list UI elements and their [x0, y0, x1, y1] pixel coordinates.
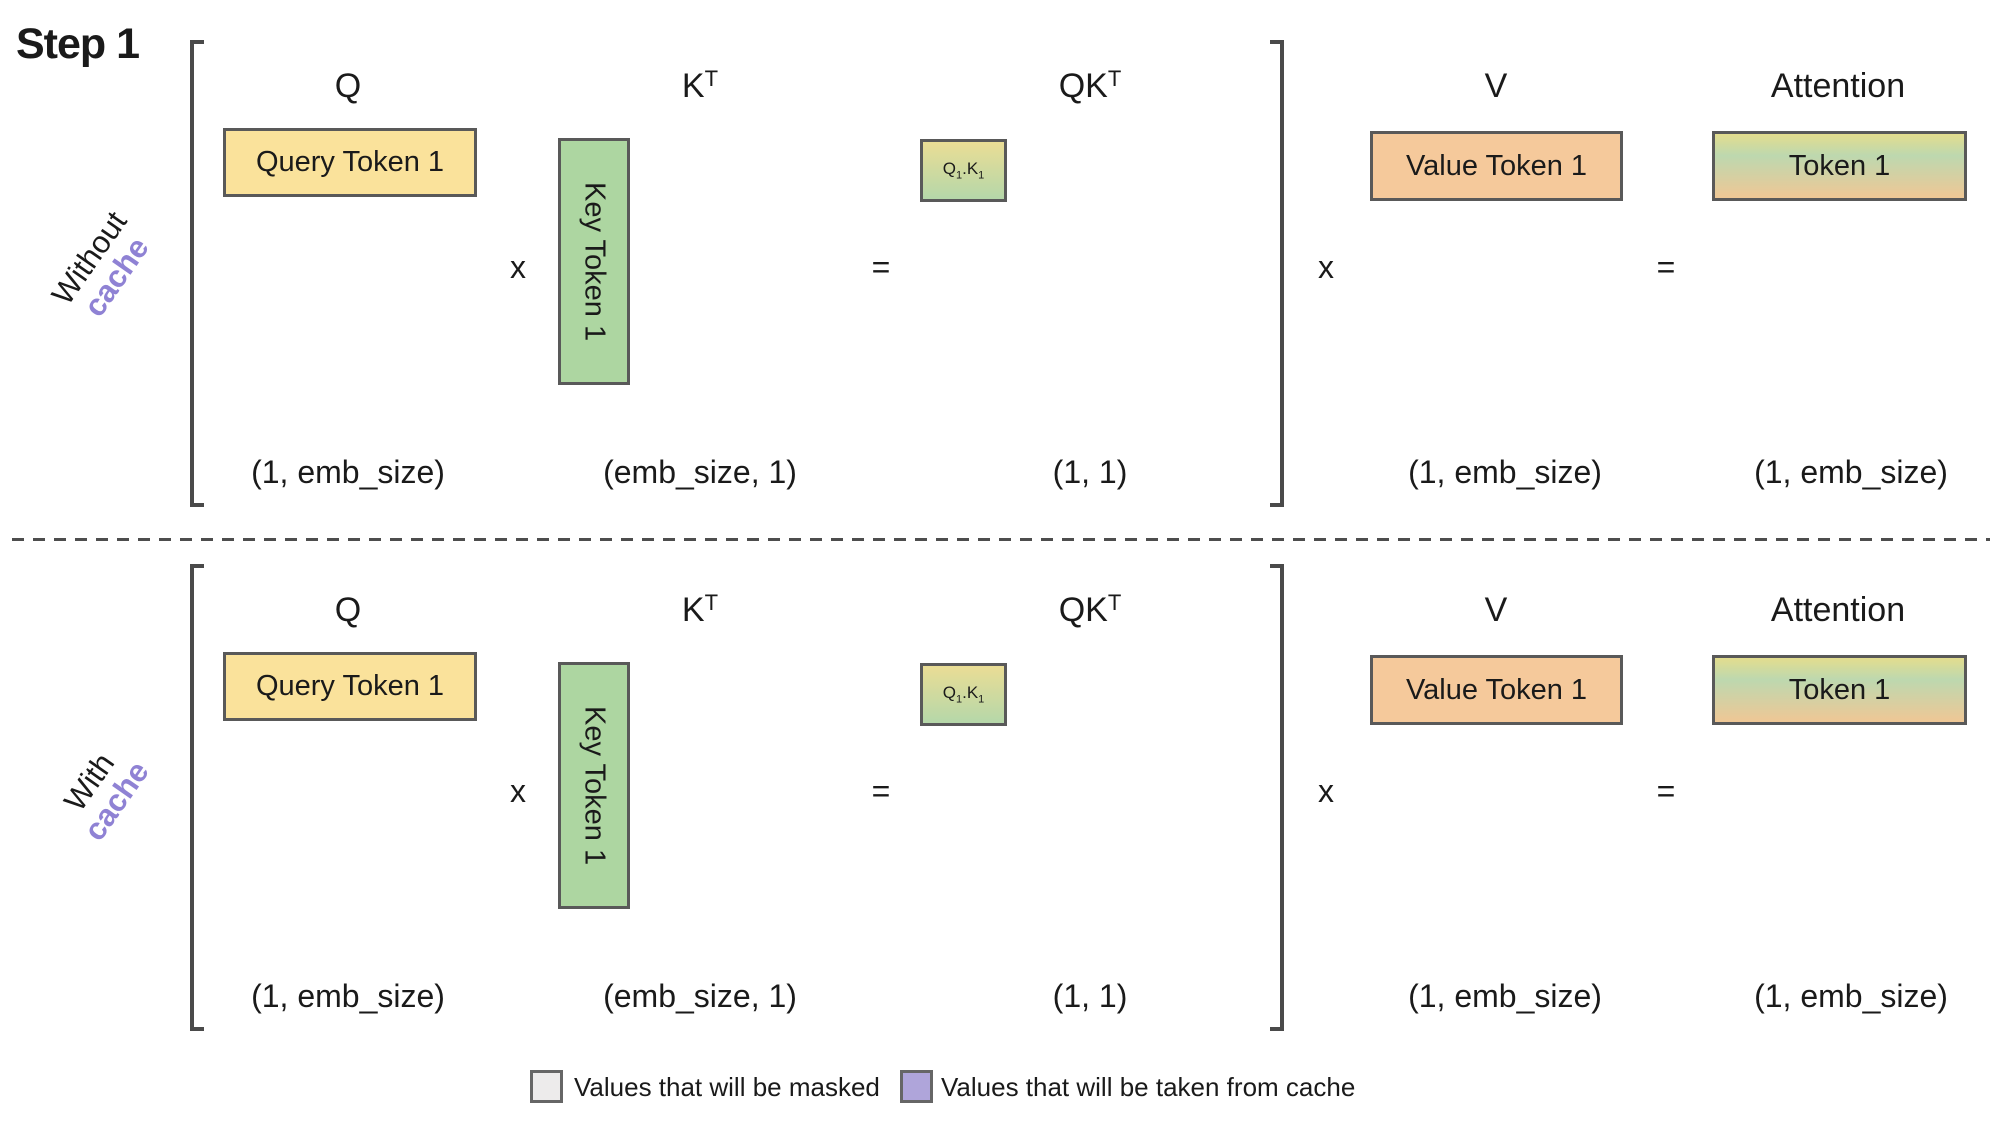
column-header-qkt: QKT	[960, 64, 1220, 108]
legend-swatch-cache	[900, 1070, 933, 1103]
attention-token-box: Token 1	[1712, 655, 1967, 725]
column-header-attention: Attention	[1770, 67, 1906, 105]
legend-label-cache: Values that will be taken from cache	[941, 1072, 1356, 1102]
dim-label-qkt: (1, 1)	[1052, 978, 1128, 1014]
qk-cell-label: Q1.K1	[942, 683, 985, 706]
qkt-superscript: T	[1107, 590, 1122, 615]
right-bracket	[1270, 40, 1284, 507]
qk-result-cell: Q1.K1	[920, 139, 1007, 202]
kt-superscript: T	[704, 66, 719, 91]
dim-label-q: (1, emb_size)	[251, 978, 445, 1014]
dim-label-v: (1, emb_size)	[1408, 454, 1602, 490]
qk-result-cell: Q1.K1	[920, 663, 1007, 726]
column-header-v: V	[1484, 67, 1508, 105]
qkt-base: QK	[1058, 591, 1108, 629]
multiply-operator: x	[1318, 773, 1334, 809]
row-with-cache: With cache Q KT QKT V Attention Query To…	[0, 524, 2000, 1048]
key-token-label: Key Token 1	[578, 705, 611, 866]
dim-label-kt: (emb_size, 1)	[603, 978, 797, 1014]
column-header-kt: KT	[570, 588, 830, 632]
query-token-box: Query Token 1	[223, 128, 477, 197]
dim-label-v: (1, emb_size)	[1408, 978, 1602, 1014]
column-header-attention: Attention	[1770, 591, 1906, 629]
right-bracket	[1270, 564, 1284, 1031]
key-token-label: Key Token 1	[578, 181, 611, 342]
equals-operator: =	[871, 249, 891, 285]
column-header-q: Q	[334, 67, 362, 105]
dim-label-qkt: (1, 1)	[1052, 454, 1128, 490]
value-token-box: Value Token 1	[1370, 655, 1623, 725]
page-title: Step 1	[16, 20, 140, 68]
qkt-base: QK	[1058, 67, 1108, 105]
qkt-superscript: T	[1107, 66, 1122, 91]
qk-cell-label: Q1.K1	[942, 159, 985, 182]
key-token-box: Key Token 1	[558, 662, 630, 909]
left-bracket	[190, 564, 204, 1031]
kt-base: K	[681, 67, 705, 105]
dim-label-attention: (1, emb_size)	[1754, 978, 1948, 1014]
legend-swatch-masked	[530, 1070, 563, 1103]
multiply-operator: x	[510, 773, 526, 809]
equals-operator: =	[1656, 249, 1676, 285]
dim-label-q: (1, emb_size)	[251, 454, 445, 490]
dashed-divider	[12, 538, 1990, 541]
column-header-v: V	[1484, 591, 1508, 629]
key-token-box: Key Token 1	[558, 138, 630, 385]
equals-operator: =	[871, 773, 891, 809]
legend-label-masked: Values that will be masked	[574, 1072, 880, 1102]
dim-label-attention: (1, emb_size)	[1754, 454, 1948, 490]
query-token-box: Query Token 1	[223, 652, 477, 721]
kt-superscript: T	[704, 590, 719, 615]
left-bracket	[190, 40, 204, 507]
row-without-cache: Without cache Q KT QKT V Attention Query…	[0, 0, 2000, 524]
dim-label-kt: (emb_size, 1)	[603, 454, 797, 490]
attention-token-box: Token 1	[1712, 131, 1967, 201]
column-header-qkt: QKT	[960, 588, 1220, 632]
multiply-operator: x	[1318, 249, 1334, 285]
kt-base: K	[681, 591, 705, 629]
equals-operator: =	[1656, 773, 1676, 809]
column-header-kt: KT	[570, 64, 830, 108]
value-token-box: Value Token 1	[1370, 131, 1623, 201]
multiply-operator: x	[510, 249, 526, 285]
column-header-q: Q	[334, 591, 362, 629]
